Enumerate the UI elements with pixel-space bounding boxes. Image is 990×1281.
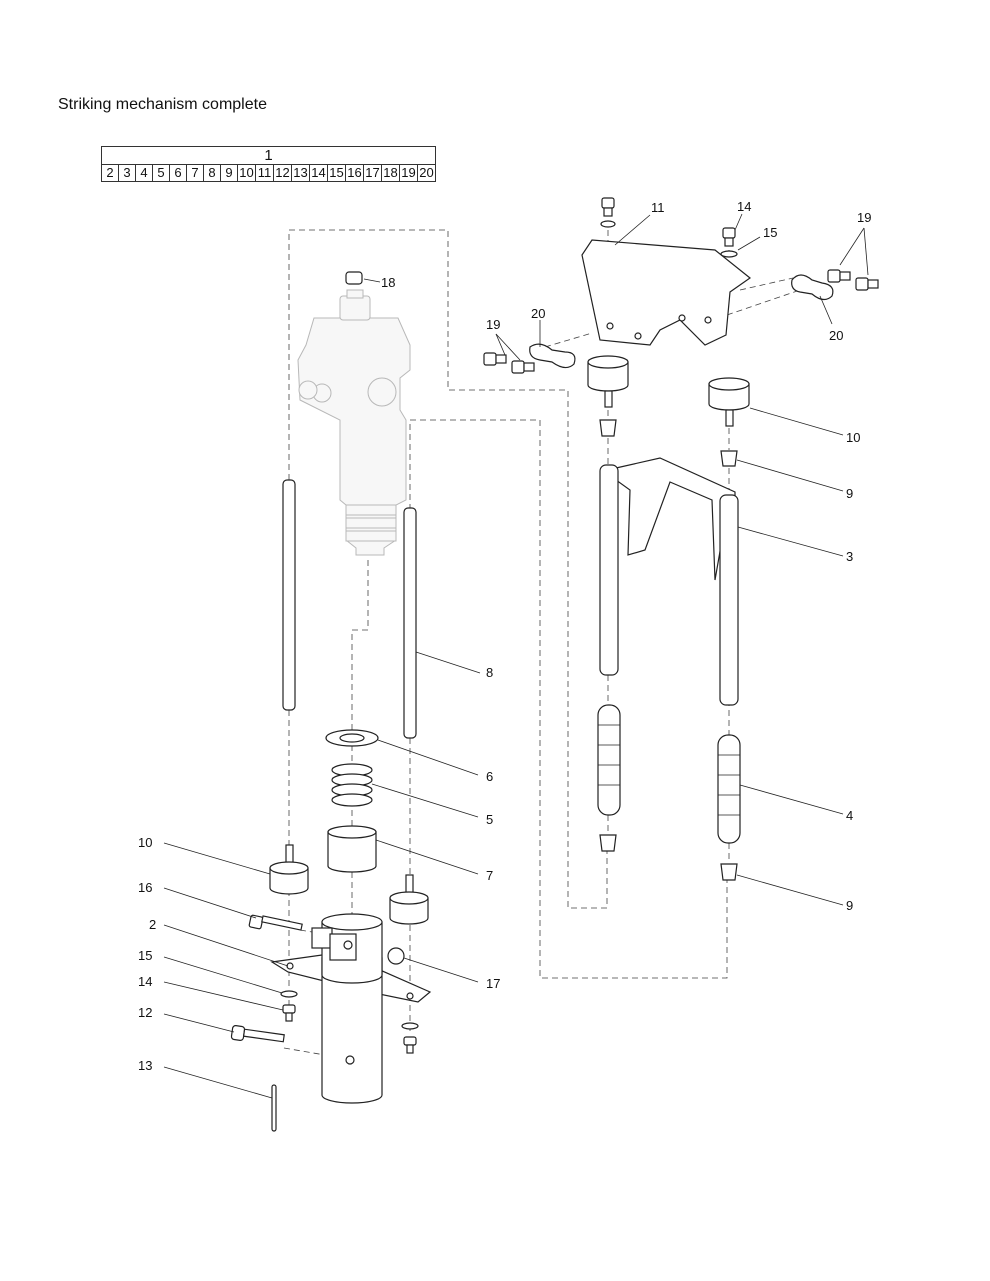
- assembly-dashed-lines: [283, 229, 801, 1056]
- bom-child-cell: 12: [273, 164, 292, 182]
- callout-12: 12: [138, 1005, 152, 1020]
- callout-15: 15: [138, 948, 152, 963]
- bom-table: 1 2 3 4 5 6 7 8 9 10 11 12 13 14 15 16 1…: [101, 146, 436, 182]
- nut-part-17: [387, 947, 405, 965]
- callout-13: 13: [138, 1058, 152, 1073]
- sleeve-part-7: [327, 825, 377, 873]
- callout-6: 6: [486, 769, 493, 784]
- callout-8: 8: [486, 665, 493, 680]
- callout-9: 9: [846, 486, 853, 501]
- handle-frame-part-3: [599, 457, 739, 706]
- bracket-part-11: [581, 197, 752, 346]
- screw-washer-right: [720, 227, 738, 258]
- callout-9: 9: [846, 898, 853, 913]
- grip-part-4: [597, 704, 741, 844]
- pin-part-13: [271, 1084, 277, 1132]
- callout-5: 5: [486, 812, 493, 827]
- callout-17: 17: [486, 976, 500, 991]
- bolt-part-16: [248, 914, 303, 931]
- bom-child-cell: 15: [327, 164, 346, 182]
- bolts-part-19: [483, 269, 879, 374]
- bom-child-cell: 7: [186, 164, 204, 182]
- callout-7: 7: [486, 868, 493, 883]
- rod-part-8: [282, 479, 417, 739]
- leader-lines: [163, 213, 869, 1099]
- callout-11: 11: [651, 200, 665, 215]
- cap-part-18: [345, 271, 363, 285]
- callout-10: 10: [138, 835, 152, 850]
- bom-children-row: 2 3 4 5 6 7 8 9 10 11 12 13 14 15 16 17 …: [101, 164, 436, 182]
- washer-screw-left: [280, 990, 419, 1054]
- callout-2: 2: [149, 917, 156, 932]
- callout-labels: 18 11 14 15 19 19 20 20 10 9 3 8 6 5 7 4…: [138, 199, 871, 1073]
- bom-child-cell: 13: [291, 164, 310, 182]
- callout-19: 19: [857, 210, 871, 225]
- buffer-part-10: [269, 844, 429, 925]
- callout-19: 19: [486, 317, 500, 332]
- callout-16: 16: [138, 880, 152, 895]
- bom-child-cell: 14: [309, 164, 328, 182]
- bom-child-cell: 18: [381, 164, 400, 182]
- buffer-part-10-right: [587, 355, 750, 427]
- bolt-part-12: [230, 1025, 285, 1043]
- bom-child-cell: 20: [417, 164, 436, 182]
- bom-child-cell: 11: [255, 164, 274, 182]
- callout-20: 20: [829, 328, 843, 343]
- callout-15: 15: [763, 225, 777, 240]
- callout-3: 3: [846, 549, 853, 564]
- base-part-2: [270, 913, 432, 1104]
- callout-4: 4: [846, 808, 853, 823]
- plates-part-20: [529, 274, 834, 369]
- bom-child-cell: 4: [135, 164, 153, 182]
- bom-child-cell: 19: [399, 164, 418, 182]
- spring-part-5: [331, 763, 373, 807]
- striking-unit-ghost: [297, 289, 411, 556]
- callout-20: 20: [531, 306, 545, 321]
- callout-14: 14: [138, 974, 152, 989]
- callout-14: 14: [737, 199, 751, 214]
- washer-part-6: [325, 729, 379, 747]
- callout-18: 18: [381, 275, 395, 290]
- callout-10: 10: [846, 430, 860, 445]
- grommet-part-9: [599, 419, 738, 881]
- page-title: Striking mechanism complete: [58, 96, 267, 113]
